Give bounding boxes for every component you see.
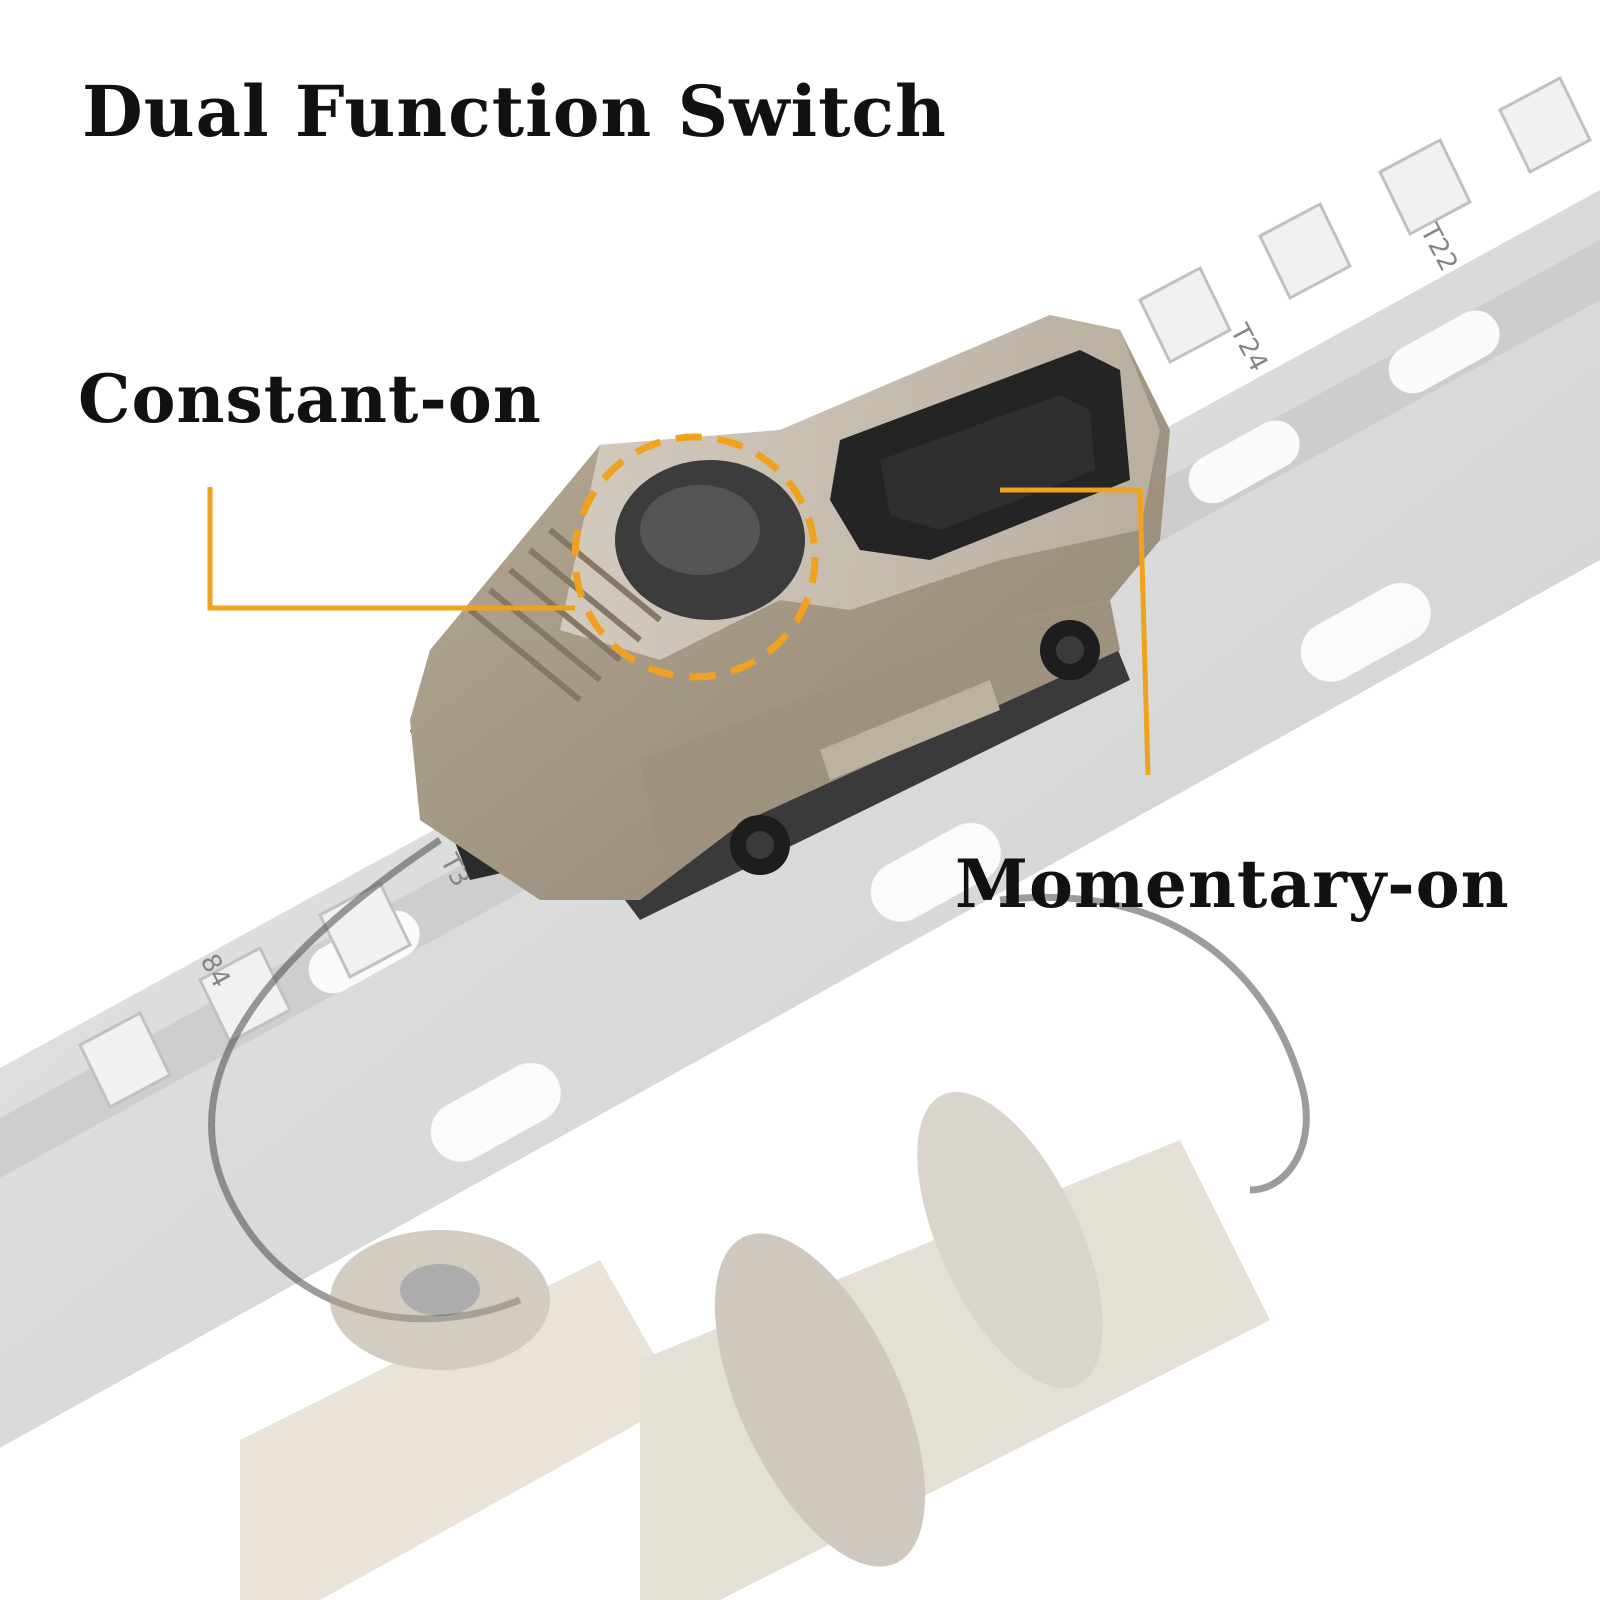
rail-marking-t24: T24 [1223,318,1273,376]
constant-on-callout [207,433,819,681]
weapon-light [240,1092,1270,1600]
constant-on-leader-line [207,487,575,611]
momentary-on-label: Momentary-on [955,845,1510,923]
momentary-on-leader-line [1000,487,1151,776]
page-title: Dual Function Switch [82,70,947,153]
constant-on-label: Constant-on [78,360,542,438]
constant-on-highlight-circle [571,433,819,681]
momentary-on-callout [1000,487,1151,776]
dual-function-switch [410,315,1170,920]
